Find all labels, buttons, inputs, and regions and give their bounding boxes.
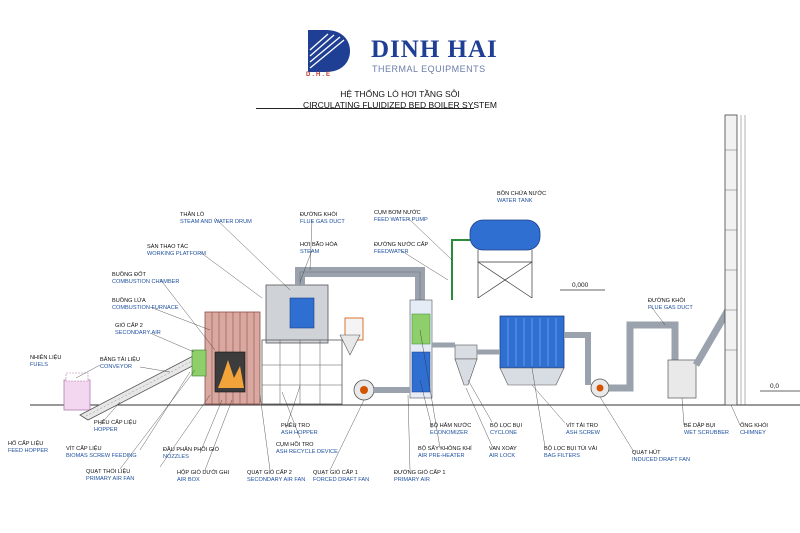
chimney-shape (724, 114, 738, 406)
wet-scrubber-shape (667, 359, 697, 399)
feed-hopper-shape (63, 379, 91, 411)
logo-text: D.H.E (306, 72, 333, 78)
conveyor-shape (79, 354, 201, 421)
title-vn: HỆ THỐNG LÒ HƠI TẦNG SÔI (340, 89, 460, 99)
flue-duct-2 (609, 321, 679, 392)
logo-icon (308, 30, 350, 72)
cyclone-shape (454, 344, 478, 360)
title-en: CIRCULATING FLUIDIZED BED BOILER SYSTEM (303, 100, 497, 110)
title-underline (256, 108, 474, 109)
steel-frame (261, 339, 343, 405)
level-label-right: 0,0 (770, 383, 780, 390)
brand-subtitle: THERMAL EQUIPMENTS (372, 64, 486, 74)
feedwater-pipe (451, 239, 470, 300)
level-label-top: 0,000 (572, 282, 589, 289)
furnace-green-box (191, 349, 207, 377)
water-tank-shape (469, 219, 541, 251)
brand-name: DINH HAI (371, 36, 498, 63)
